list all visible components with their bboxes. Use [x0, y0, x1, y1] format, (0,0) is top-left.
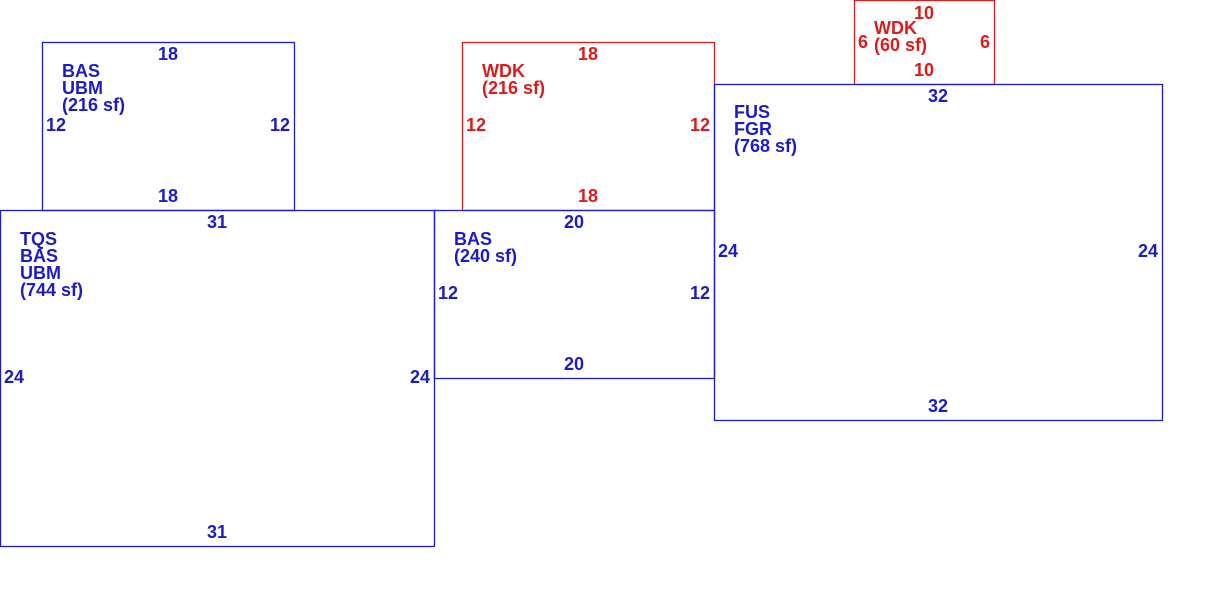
dimension-bottom: 31 [207, 522, 227, 542]
dimension-bottom: 32 [928, 396, 948, 416]
dimension-left: 12 [466, 115, 486, 135]
dimension-right: 24 [1138, 241, 1158, 261]
dimension-left: 12 [46, 115, 66, 135]
dimension-right: 6 [980, 32, 990, 52]
area-label-line: UBM [20, 263, 61, 283]
area-label-line: BAS [62, 61, 100, 81]
dimension-top: 10 [914, 3, 934, 23]
area-label-line: TQS [20, 229, 57, 249]
area-label-line: BAS [20, 246, 58, 266]
area-label-line: (744 sf) [20, 280, 83, 300]
dimension-left: 24 [4, 367, 24, 387]
area-label-line: UBM [62, 78, 103, 98]
dimension-left: 6 [858, 32, 868, 52]
area-label-line: WDK [482, 61, 525, 81]
area-outline [0, 209, 436, 548]
area-label-line: WDK [874, 18, 917, 38]
area-bas-middle: BAS (240 sf) 20 20 12 12 [433, 209, 716, 380]
area-label-line: (240 sf) [454, 246, 517, 266]
dimension-right: 12 [270, 115, 290, 135]
area-fus-fgr: FUS FGR (768 sf) 32 32 24 24 [713, 83, 1164, 422]
area-wdk-large: WDK (216 sf) 18 18 12 12 [461, 41, 716, 212]
area-outline [713, 83, 1164, 422]
area-label-line: (768 sf) [734, 136, 797, 156]
dimension-top: 18 [158, 44, 178, 64]
area-label-line: BAS [454, 229, 492, 249]
dimension-left: 12 [438, 283, 458, 303]
dimension-right: 12 [690, 115, 710, 135]
dimension-top: 20 [564, 212, 584, 232]
area-label-line: FGR [734, 119, 772, 139]
area-label-line: (60 sf) [874, 35, 927, 55]
area-label-line: (216 sf) [482, 78, 545, 98]
dimension-top: 31 [207, 212, 227, 232]
dimension-top: 32 [928, 86, 948, 106]
dimension-top: 18 [578, 44, 598, 64]
area-label-line: (216 sf) [62, 95, 125, 115]
dimension-bottom: 20 [564, 354, 584, 374]
area-tqs-bas-ubm: TQS BAS UBM (744 sf) 31 31 24 24 [0, 209, 436, 548]
dimension-left: 24 [718, 241, 738, 261]
dimension-bottom: 18 [578, 186, 598, 206]
dimension-right: 24 [410, 367, 430, 387]
area-bas-ubm-upper: BAS UBM (216 sf) 18 18 12 12 [41, 41, 296, 212]
dimension-bottom: 18 [158, 186, 178, 206]
dimension-right: 12 [690, 283, 710, 303]
area-wdk-small: WDK (60 sf) 10 10 6 6 [853, 0, 996, 86]
area-label-line: FUS [734, 102, 770, 122]
dimension-bottom: 10 [914, 60, 934, 80]
